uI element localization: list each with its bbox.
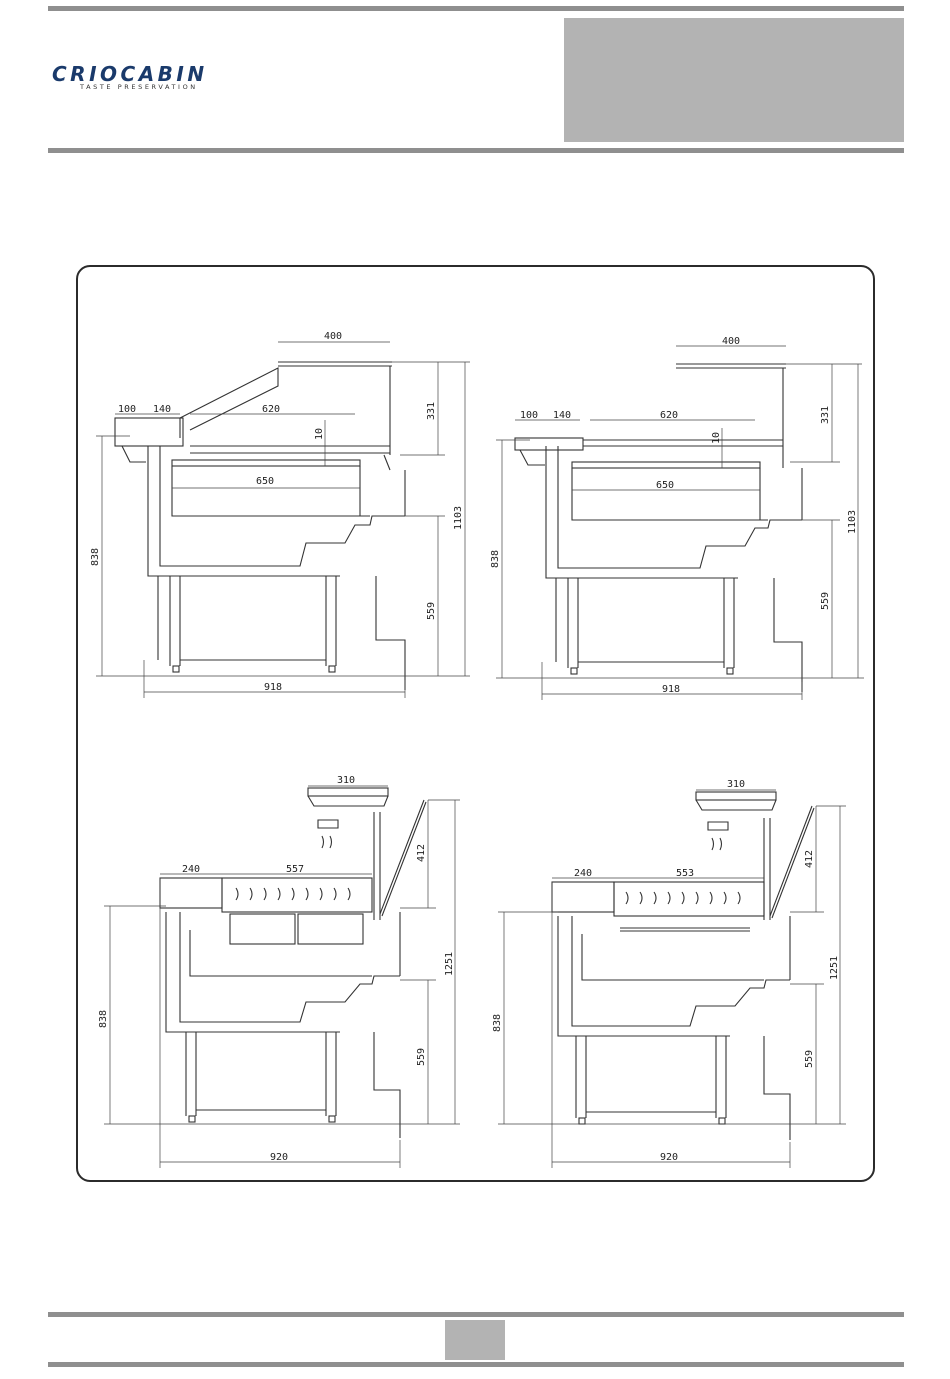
dim-920: 920 [270,1152,288,1163]
dim-920: 920 [660,1152,678,1163]
dim-310: 310 [337,775,355,786]
dim-918: 918 [264,682,282,693]
dim-620: 620 [262,404,280,415]
dim-412: 412 [416,844,427,862]
dim-10: 10 [314,428,325,440]
dim-1103: 1103 [453,506,464,530]
dim-650: 650 [256,476,274,487]
dim-620: 620 [660,410,678,421]
footer-bottom-rule [48,1362,904,1367]
page-number-box [445,1320,505,1360]
dim-10: 10 [711,432,722,444]
dim-310: 310 [727,779,745,790]
heater-lamps [236,888,350,900]
dim-140: 140 [553,410,571,421]
dim-240: 240 [182,864,200,875]
dim-553: 553 [676,868,694,879]
drawing-top-right: 400 100 140 620 10 650 331 1103 838 559 … [490,336,864,700]
dim-140: 140 [153,404,171,415]
dim-331: 331 [426,402,437,420]
dim-1251: 1251 [444,952,455,976]
dim-838: 838 [490,550,501,568]
dim-1103: 1103 [847,510,858,534]
dim-559: 559 [804,1050,815,1068]
dim-100: 100 [118,404,136,415]
dim-838: 838 [492,1014,503,1032]
dim-240: 240 [574,868,592,879]
dim-100: 100 [520,410,538,421]
dim-838: 838 [98,1010,109,1028]
drawing-bottom-left: 310 240 557 412 1251 838 559 920 [98,775,460,1168]
dim-559: 559 [426,602,437,620]
heater-lamps [626,892,740,904]
footer-top-rule [48,1312,904,1317]
dim-412: 412 [804,850,815,868]
drawing-top-left: 400 100 140 620 10 650 331 1103 838 559 … [90,331,470,698]
dim-838: 838 [90,548,101,566]
dim-400: 400 [324,331,342,342]
dim-559: 559 [820,592,831,610]
dim-400: 400 [722,336,740,347]
dim-1251: 1251 [829,956,840,980]
dim-918: 918 [662,684,680,695]
dim-650: 650 [656,480,674,491]
drawing-bottom-right: 310 240 553 412 1251 838 559 920 [492,779,846,1168]
dim-559: 559 [416,1048,427,1066]
dim-331: 331 [820,406,831,424]
dim-557: 557 [286,864,304,875]
